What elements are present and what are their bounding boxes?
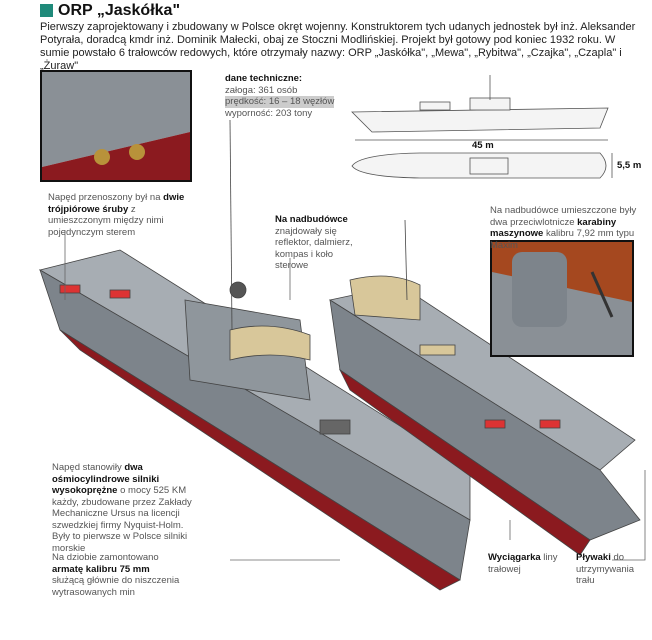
leader-lines — [64, 230, 646, 561]
right-ship — [328, 219, 641, 556]
machine-gun-note-text: Na nadbudówce umieszczone były dwa przec… — [490, 205, 637, 228]
intro-text: Pierwszy zaprojektowany i zbudowany w Po… — [40, 21, 636, 72]
propulsion-note-text-end: z umieszczonym między nimi pojedynczym s… — [48, 203, 164, 238]
superstructure-note: Na nadbudówce znajdowały się reflektor, … — [275, 214, 365, 272]
propulsion-note-text: Napęd przenoszony był na — [48, 192, 164, 203]
floats-note-bold: Pływaki — [576, 552, 611, 563]
pen-icon — [40, 4, 53, 17]
machine-gun-note-text-end: kalibru 7,92 mm typu Maxim — [490, 228, 635, 251]
superstructure-note-text: znajdowały się reflektor, dalmierz, komp… — [275, 225, 353, 272]
winch-note: Wyciągarka liny trałowej — [488, 552, 558, 575]
length-label: 45 m — [472, 140, 494, 151]
specs-panel: dane techniczne: załoga: 361 osób prędko… — [225, 73, 335, 119]
top-view-drawing — [351, 152, 613, 179]
winch-note-text: liny trałowej — [488, 552, 558, 575]
gun-note-text-end: służącą głównie do niszczenia wytrasowan… — [52, 575, 180, 598]
engines-note-text: Napęd stanowiły — [52, 462, 125, 473]
machine-gun-inset — [490, 240, 634, 357]
specs-heading: dane techniczne: — [225, 73, 303, 84]
floats-note: Pływaki do utrzymywania trału — [576, 552, 646, 587]
page-title: ORP „Jaskółka" — [58, 2, 181, 19]
machine-gun-drawing — [492, 242, 632, 355]
spec-crew: załoga: 361 osób — [225, 84, 298, 96]
propeller-drawing — [42, 72, 190, 180]
machine-gun-note-bold: karabiny maszynowe — [490, 216, 617, 240]
propulsion-note: Napęd przenoszony był na dwie trójpiórow… — [48, 192, 188, 238]
spec-displacement: wyporność: 203 tony — [225, 107, 313, 119]
propeller-inset — [40, 70, 192, 182]
engines-note: Napęd stanowiły dwa ośmiocylindrowe siln… — [52, 462, 192, 554]
winch-note-bold: Wyciągarka — [488, 552, 541, 563]
engines-note-bold: dwa ośmiocylindrowe silniki wysokoprężne — [52, 462, 160, 496]
gun-note: Na dziobie zamontowano armatę kalibru 75… — [52, 552, 182, 598]
beam-label: 5,5 m — [617, 160, 642, 171]
floats-note-text: do utrzymywania trału — [576, 552, 635, 586]
engines-note-text-end: o mocy 525 KM każdy, zbudowane przez Zak… — [52, 485, 192, 554]
side-profile-drawing — [351, 75, 609, 141]
propulsion-note-bold: dwie trójpiórowe śruby — [48, 192, 185, 215]
superstructure-note-bold: Na nadbudówce — [275, 214, 348, 225]
left-ship — [38, 119, 471, 591]
spec-speed: prędkość: 16 – 18 węzłów — [225, 96, 335, 108]
gun-note-text: Na dziobie zamontowano — [52, 552, 159, 563]
gun-note-bold: armatę kalibru 75 mm — [52, 563, 150, 575]
machine-gun-note: Na nadbudówce umieszczone były dwa przec… — [490, 205, 650, 251]
